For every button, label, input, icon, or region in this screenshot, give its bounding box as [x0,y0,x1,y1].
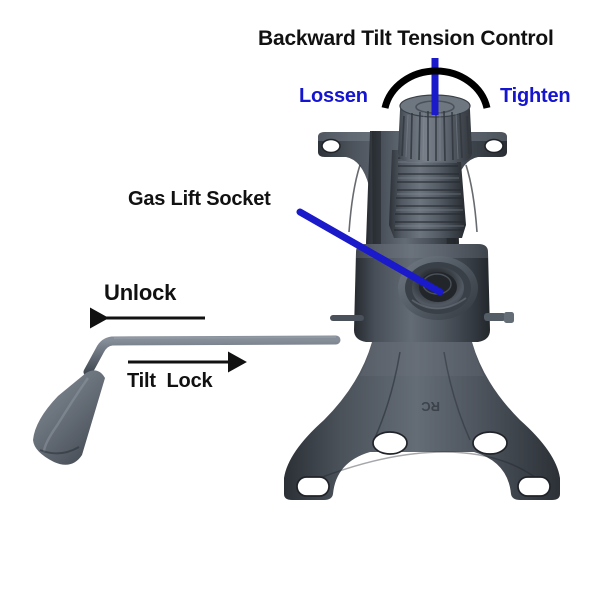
label-tighten: Tighten [500,85,571,107]
label-tilt-lock: Tilt Lock [127,370,213,392]
mold-mark: RC [421,399,440,414]
base-hole-corner-right [518,477,550,496]
threaded-shaft [389,150,466,238]
base-hole-inner-right [473,432,507,454]
top-plate-hole-right [485,139,503,153]
pivot-rod [330,312,514,323]
label-backward-tilt-tension-control: Backward Tilt Tension Control [258,27,554,50]
base-hole-corner-left [297,477,329,496]
rotation-arc [381,67,491,109]
label-unlock: Unlock [104,280,177,305]
label-gas-lift-socket: Gas Lift Socket [128,188,271,210]
tilt-lever [33,335,341,465]
gas-lift-leader-line [296,208,444,296]
base-hole-inner-left [373,432,407,454]
top-plate-hole-left [322,139,340,153]
base-plate: RC [284,342,560,500]
annotation-pointers [90,58,491,373]
label-lossen: Lossen [299,85,368,107]
